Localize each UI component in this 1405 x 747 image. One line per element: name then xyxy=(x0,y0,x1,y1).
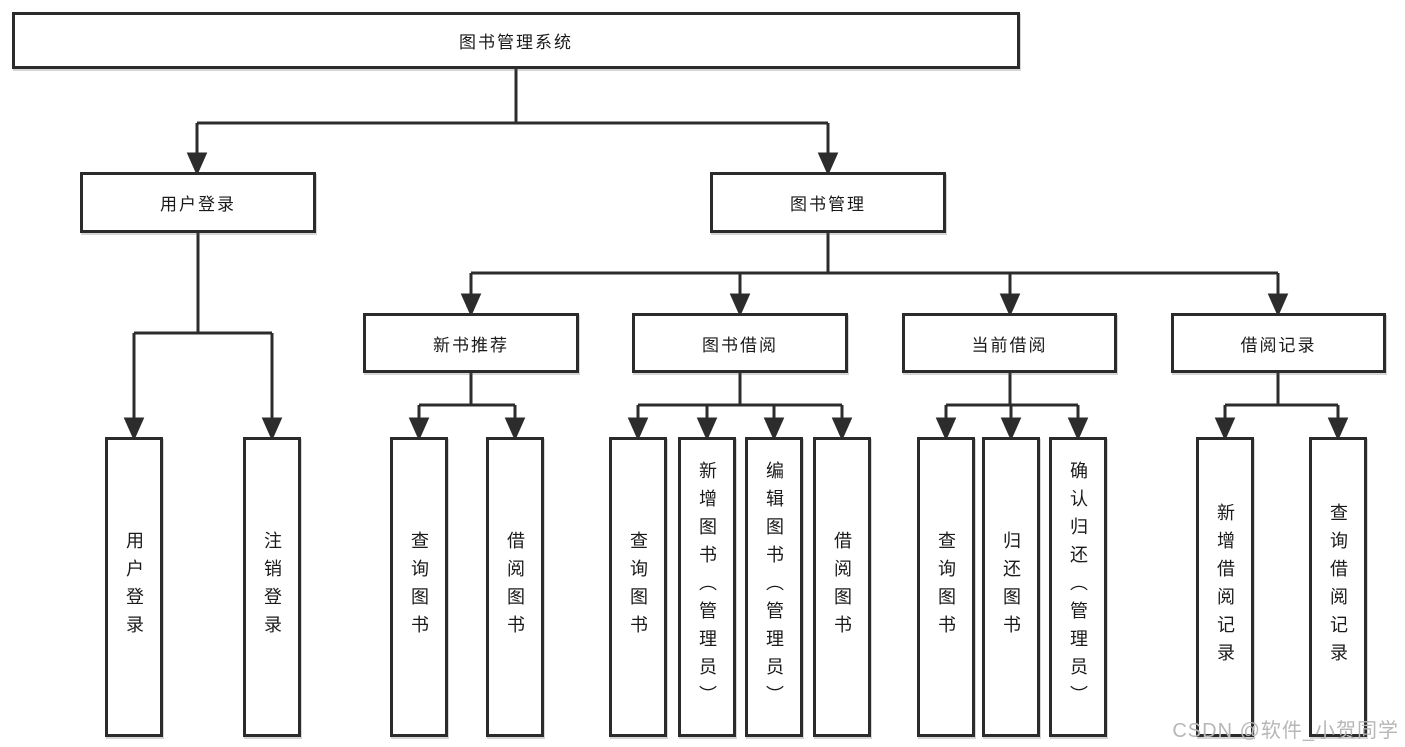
connector-bookmgmt-to-level3 xyxy=(460,233,1289,317)
leaf-query-book-rec: 查询图书 xyxy=(390,437,448,737)
node-user-login: 用户登录 xyxy=(80,172,316,233)
leaf-query-borrow-record: 查询借阅记录 xyxy=(1309,437,1367,737)
leaf-user-login: 用户登录 xyxy=(105,437,163,737)
node-book-mgmt: 图书管理 xyxy=(710,172,946,233)
connector-currentborrow-to-leaves xyxy=(935,373,1089,441)
leaf-return-book: 归还图书 xyxy=(982,437,1040,737)
leaf-add-book: 新增图书（管理员） xyxy=(678,437,736,737)
connector-bookborrow-to-leaves xyxy=(627,373,853,441)
leaf-confirm-return: 确认归还（管理员） xyxy=(1049,437,1107,737)
leaf-edit-book: 编辑图书（管理员） xyxy=(745,437,803,737)
node-current-borrow: 当前借阅 xyxy=(902,313,1117,373)
leaf-add-borrow-record: 新增借阅记录 xyxy=(1196,437,1254,737)
leaf-logout: 注销登录 xyxy=(243,437,301,737)
connector-borrowrecords-to-leaves xyxy=(1214,373,1349,441)
leaf-query-book-borrow: 查询图书 xyxy=(609,437,667,737)
connector-userlogin-to-leaves xyxy=(123,233,283,441)
node-book-borrow: 图书借阅 xyxy=(632,313,848,373)
connector-root-to-level2 xyxy=(186,69,839,176)
csdn-watermark: CSDN @软件_小贺同学 xyxy=(1172,720,1399,742)
leaf-borrow-book-rec: 借阅图书 xyxy=(486,437,544,737)
leaf-borrow-book: 借阅图书 xyxy=(813,437,871,737)
connector-newbookrec-to-leaves xyxy=(408,373,526,441)
node-borrow-records: 借阅记录 xyxy=(1171,313,1386,373)
leaf-query-book-current: 查询图书 xyxy=(917,437,975,737)
node-new-book-rec: 新书推荐 xyxy=(363,313,579,373)
node-root: 图书管理系统 xyxy=(12,12,1020,69)
